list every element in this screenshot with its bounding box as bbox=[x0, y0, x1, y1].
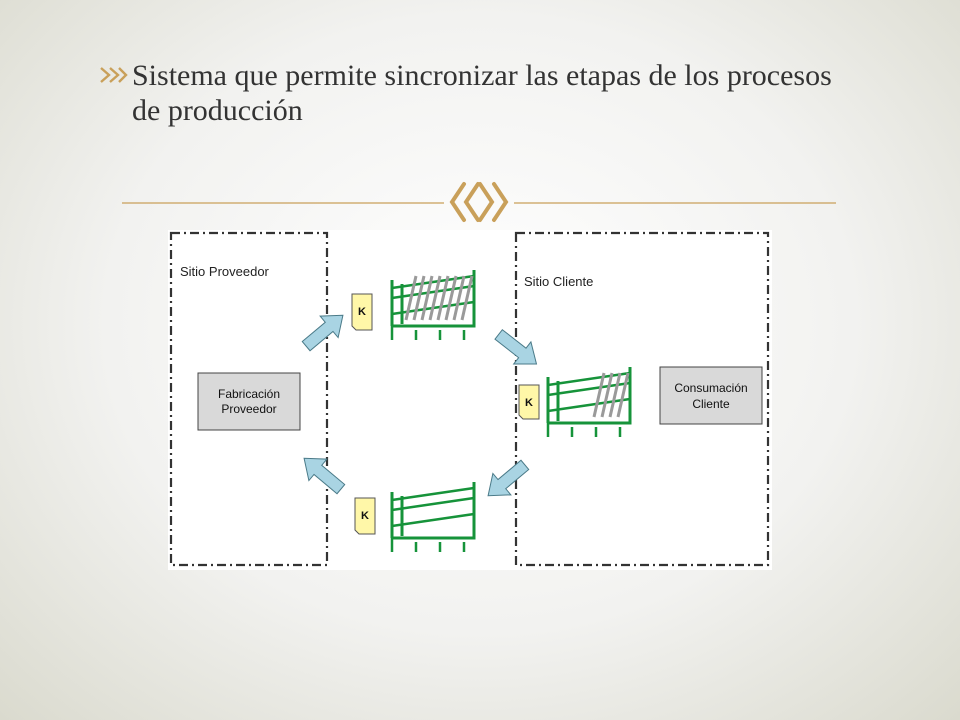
flow-arrow-to-bottom-rack bbox=[487, 459, 530, 497]
partial-rack-right bbox=[546, 365, 632, 439]
supplier-process-box bbox=[197, 372, 301, 431]
flow-arrow-to-top-rack bbox=[301, 314, 344, 352]
kanban-diagram: Sitio Proveedor Sitio Cliente Fabricació… bbox=[168, 230, 772, 570]
kanban-card-right-label: K bbox=[525, 397, 533, 409]
double-chevron-ornament-icon bbox=[449, 182, 509, 222]
kanban-card-top: K bbox=[351, 293, 373, 331]
client-zone-border bbox=[514, 231, 770, 567]
client-process-line2: Cliente bbox=[692, 397, 730, 411]
double-chevron-bullet-icon bbox=[100, 67, 128, 83]
supplier-zone-border bbox=[169, 231, 329, 567]
client-process-box bbox=[659, 366, 763, 425]
client-process-line1: Consumación bbox=[674, 381, 747, 395]
kanban-card-right: K bbox=[518, 384, 540, 420]
flow-arrow-to-supplier bbox=[303, 457, 346, 495]
supplier-process-line1: Fabricación bbox=[218, 387, 280, 401]
bullet-text: Sistema que permite sincronizar las etap… bbox=[132, 59, 832, 127]
ornament-divider bbox=[122, 182, 836, 222]
kanban-card-bottom-label: K bbox=[361, 510, 369, 522]
supplier-zone-label: Sitio Proveedor bbox=[180, 264, 270, 279]
full-rack-top bbox=[390, 268, 476, 342]
client-zone-label: Sitio Cliente bbox=[524, 274, 593, 289]
kanban-card-bottom: K bbox=[354, 497, 376, 535]
flow-arrow-to-client bbox=[494, 329, 538, 365]
supplier-process-line2: Proveedor bbox=[221, 402, 276, 416]
kanban-card-top-label: K bbox=[358, 306, 366, 318]
